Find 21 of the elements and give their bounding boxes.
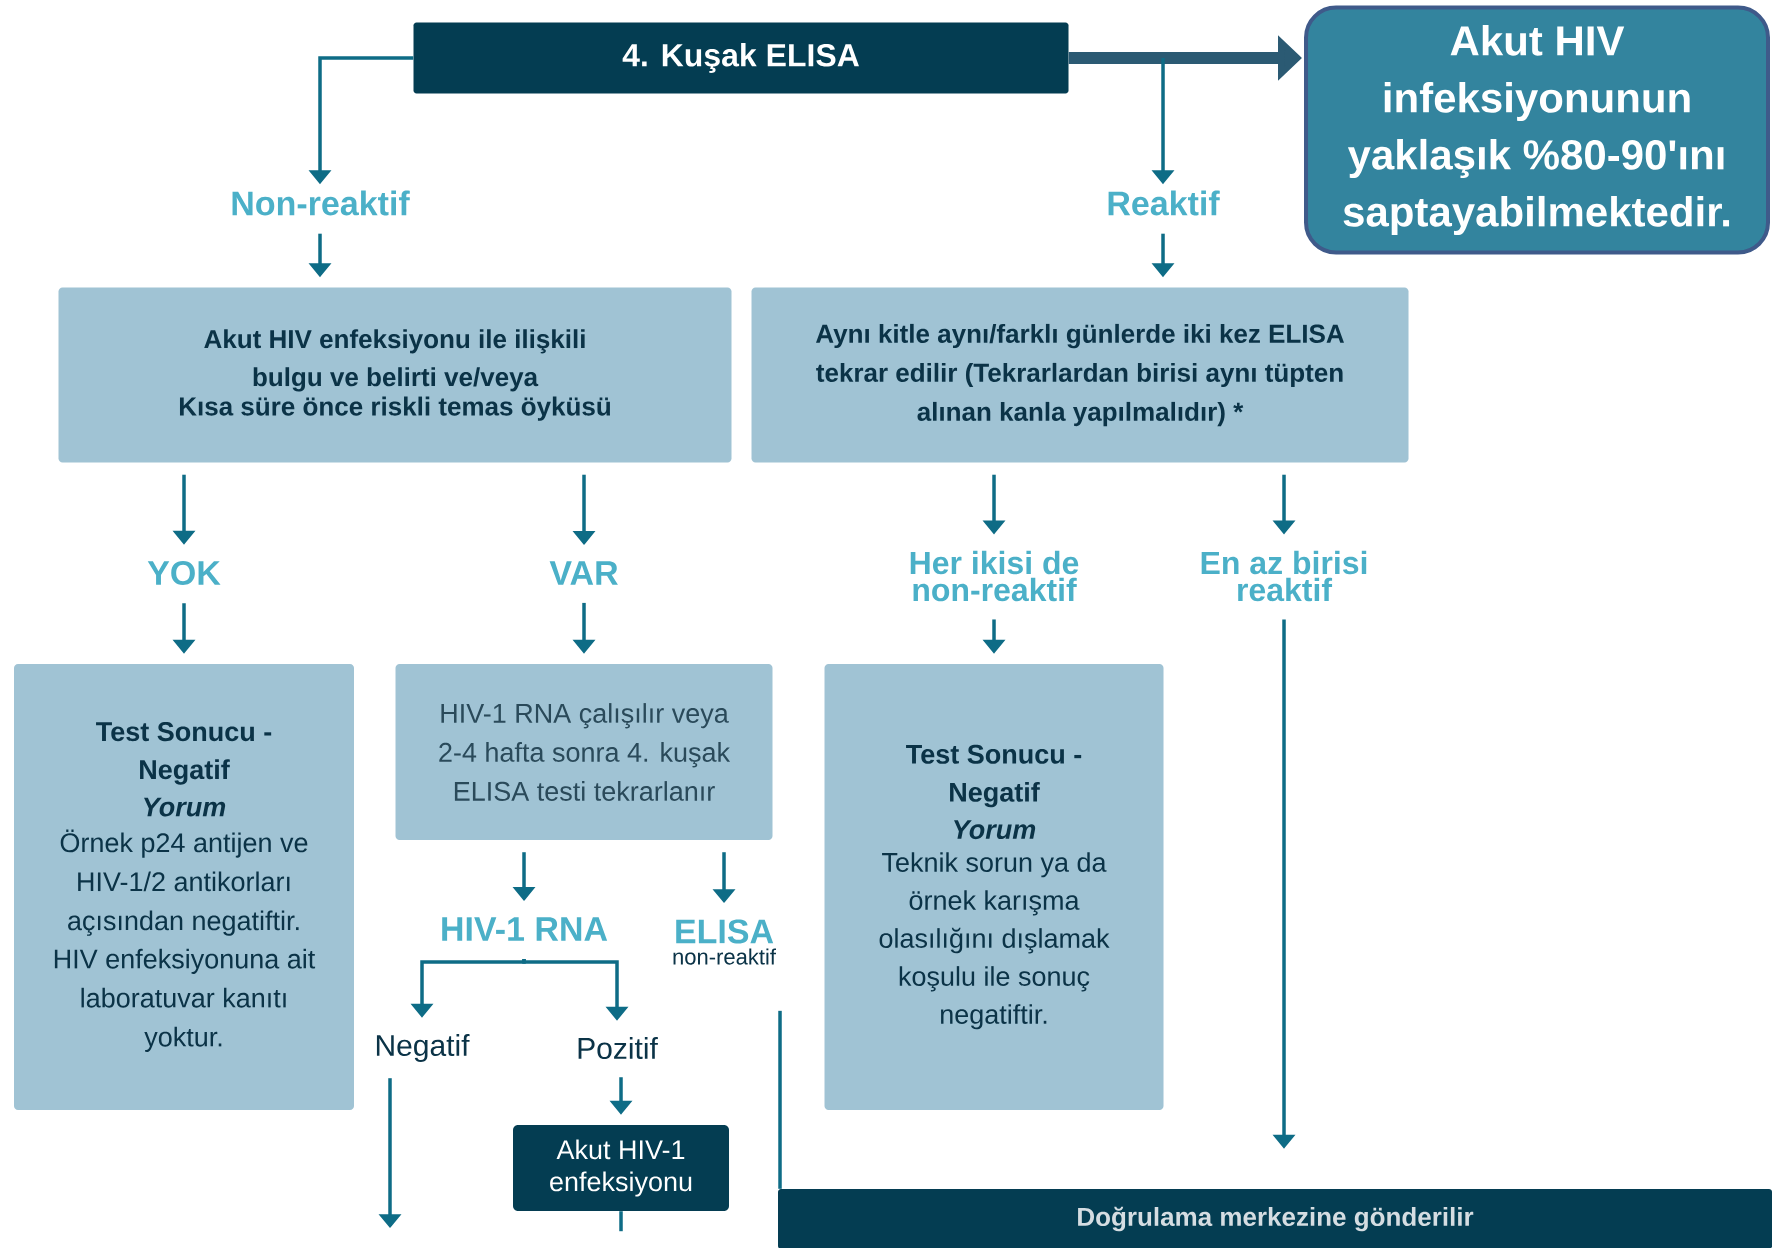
branch-label: ELISA non-reaktif — [673, 919, 776, 965]
info-box: Aynı kitle aynı/farklı günlerde iki kez ELISA tekrar edilir (Tekrarlardan birisi aynı tüpten alınan kanla yapılmalıdır) * — [751, 287, 1409, 463]
header-box: 4. Kuşak ELISA — [413, 22, 1069, 94]
branch-label: Her ikisi de non-reaktif — [910, 550, 1079, 602]
callout-box: Akut HIV infeksiyonunun yaklaşık %80-90'ını saptayabilmektedir. — [1304, 5, 1770, 255]
branch-label: Reaktif — [1108, 190, 1220, 216]
info-box: Test Sonucu - Negatif Yorum Örnek p24 antijen ve HIV-1/2 antikorları açısından negatiftir. HIV enfeksiyonuna ait laboratuvar kanıtı yoktur. — [14, 664, 354, 1110]
result-label: Negatif — [376, 1034, 470, 1062]
branch-label: En az birisi reaktif — [1201, 550, 1367, 602]
result-box: Akut HIV-1 enfeksiyonu — [513, 1125, 729, 1211]
info-box: Akut HIV enfeksiyonu ile ilişkili bulgu ve belirti ve/veya Kısa süre önce riskli temas öyküsü — [58, 287, 732, 463]
info-box: HIV-1 RNA çalışılır veya 2-4 hafta sonra 4. kuşak ELISA testi tekrarlanır — [395, 664, 773, 840]
result-label: Pozitif — [578, 1037, 658, 1060]
branch-label: HIV-1 RNA — [442, 917, 608, 941]
branch-label: Non-reaktif — [232, 190, 410, 216]
connector-line — [619, 1211, 623, 1232]
info-box: Test Sonucu - Negatif Yorum Teknik sorun ya da örnek karışma olasılığını dışlamak koşulu ile sonuç negatiftir. — [824, 664, 1164, 1110]
connector-line — [778, 1010, 782, 1189]
branch-label: VAR — [549, 561, 618, 585]
branch-label: YOK — [147, 560, 221, 586]
referral-bar: Doğrulama merkezine gönderilir — [778, 1189, 1772, 1248]
